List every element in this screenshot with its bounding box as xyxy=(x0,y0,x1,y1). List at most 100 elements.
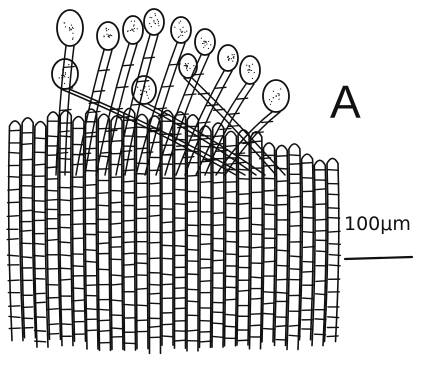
cell-wall xyxy=(277,279,288,280)
stalk-cell-wall xyxy=(199,122,210,123)
cell-wall xyxy=(200,197,211,198)
cell-wall xyxy=(239,203,250,204)
cell-wall xyxy=(200,268,211,269)
spore-dot xyxy=(180,35,181,36)
spore-dot xyxy=(246,65,247,66)
cell-wall xyxy=(124,343,135,344)
sporangium xyxy=(171,17,191,43)
spore-dot xyxy=(193,65,194,66)
spore-dot xyxy=(153,20,154,21)
cell-wall xyxy=(327,170,338,171)
cell-wall xyxy=(302,163,313,164)
cell-wall xyxy=(85,309,96,310)
cell-wall xyxy=(303,232,314,233)
spore-dot xyxy=(62,77,63,78)
cell-wall xyxy=(35,331,46,332)
cell-wall xyxy=(85,250,96,251)
spore-dot xyxy=(228,56,229,57)
cell-wall xyxy=(123,264,134,265)
cell-wall xyxy=(149,284,160,285)
spore-dot xyxy=(144,86,145,87)
spore-dot xyxy=(234,54,235,55)
cell-wall xyxy=(8,177,19,178)
cell-wall xyxy=(328,194,339,195)
cell-wall xyxy=(162,258,173,259)
spore-dot xyxy=(148,86,149,87)
cell-wall xyxy=(226,145,237,146)
cell-wall xyxy=(33,256,44,257)
spore-dot xyxy=(132,29,133,30)
spore-dot xyxy=(64,83,65,84)
cell-wall xyxy=(162,336,173,337)
spore-dot xyxy=(249,66,250,67)
spore-dot xyxy=(174,27,175,28)
stalk-cell-wall xyxy=(63,67,74,68)
cell-wall xyxy=(46,200,57,201)
spore-dot xyxy=(186,68,187,69)
spore-dot xyxy=(228,59,229,60)
spore-dot xyxy=(69,27,70,28)
spore-dot xyxy=(279,94,280,95)
cell-wall xyxy=(329,231,340,232)
spore-dot xyxy=(71,29,72,30)
spore-dot xyxy=(278,99,279,100)
spore-dot xyxy=(137,28,138,29)
cell-wall xyxy=(21,159,32,160)
spore-dot xyxy=(184,32,185,33)
stalk-cell-wall xyxy=(215,87,226,88)
cell-wall xyxy=(123,242,134,243)
stalk-cell-wall xyxy=(143,57,154,58)
spore-dot xyxy=(106,34,107,35)
cell-wall xyxy=(111,128,122,129)
stalk-cell-wall xyxy=(138,81,149,82)
cell-wall xyxy=(304,247,315,248)
cell-wall xyxy=(289,335,300,336)
spore-dot xyxy=(271,101,272,102)
cell-wall xyxy=(316,231,327,232)
spore-dot xyxy=(64,22,65,23)
cell-wall xyxy=(289,164,300,165)
cell-wall xyxy=(315,204,326,205)
cell-wall xyxy=(21,198,32,199)
spore-dot xyxy=(252,78,253,79)
spore-dot xyxy=(103,35,104,36)
cell-wall xyxy=(251,325,262,326)
cell-wall xyxy=(85,185,96,186)
cell-wall xyxy=(111,284,122,285)
cell-wall xyxy=(187,330,198,331)
cell-wall xyxy=(187,274,198,275)
cell-wall xyxy=(149,293,160,294)
cell-wall xyxy=(59,200,70,201)
cell-wall xyxy=(20,230,31,231)
cell-wall xyxy=(123,181,134,182)
cell-wall xyxy=(34,302,45,303)
cell-wall xyxy=(59,255,70,256)
cell-wall xyxy=(111,275,122,276)
cell-wall xyxy=(278,250,289,251)
spore-dot xyxy=(130,30,131,31)
spore-dot xyxy=(137,87,138,88)
cell-wall xyxy=(252,224,263,225)
cell-wall xyxy=(8,280,19,281)
cell-wall xyxy=(136,320,147,321)
cell-wall xyxy=(277,292,288,293)
spore-dot xyxy=(134,21,135,22)
spore-dot xyxy=(203,41,204,42)
cell-wall xyxy=(48,334,59,335)
cell-wall xyxy=(200,244,211,245)
spore-dot xyxy=(185,63,186,64)
cell-wall xyxy=(162,324,173,325)
cell-wall xyxy=(59,279,70,280)
cell-wall xyxy=(175,230,186,231)
cell-wall xyxy=(136,148,147,149)
cell-wall xyxy=(289,325,300,326)
spore-dot xyxy=(186,30,187,31)
cell-wall xyxy=(46,190,57,191)
spore-dot xyxy=(269,99,270,100)
cell-wall xyxy=(46,240,57,241)
scale-bar-label: 100μm xyxy=(344,213,411,235)
cell-wall xyxy=(72,187,83,188)
cell-wall xyxy=(98,331,109,332)
spore-dot xyxy=(144,87,145,88)
cell-wall xyxy=(21,257,32,258)
